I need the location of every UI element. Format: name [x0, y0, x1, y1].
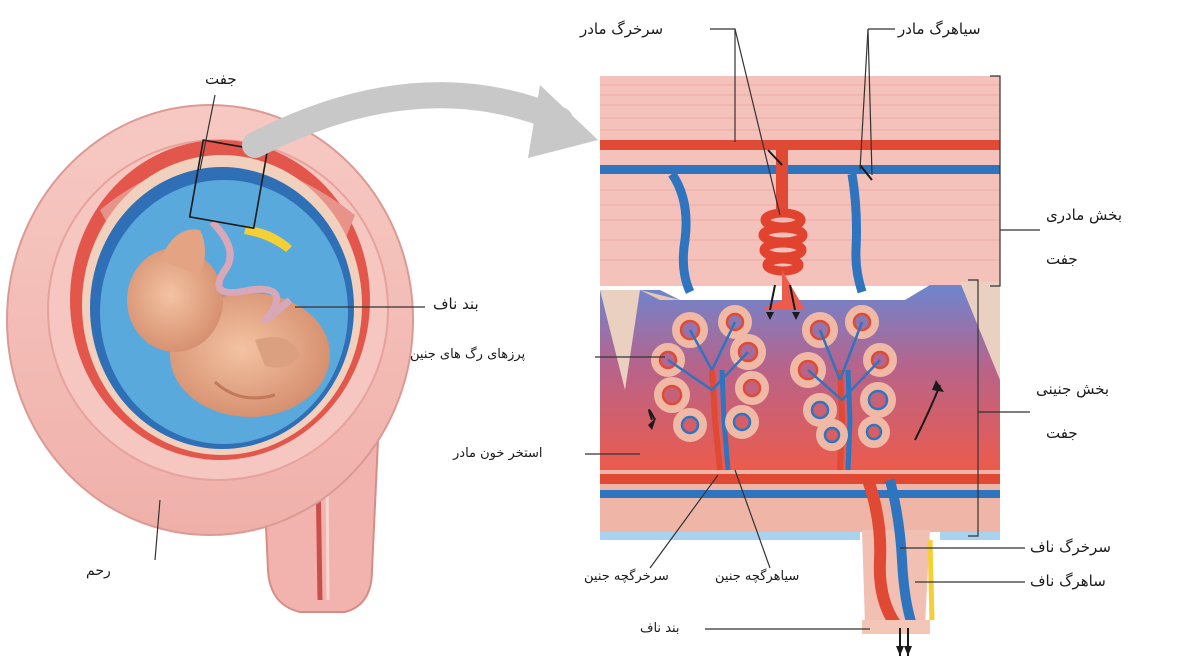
- label-uterus: رحم: [86, 564, 111, 578]
- label-maternal-artery: سرخرگ مادر: [580, 22, 663, 37]
- label-maternal-vein: سیاهرگ مادر: [898, 22, 981, 37]
- zoom-arrow-head: [528, 85, 598, 158]
- label-umbilical-cord-left: بند ناف: [433, 297, 479, 312]
- label-umbilical-cord-bottom: بند ناف: [640, 622, 680, 635]
- label-maternal-part-line2: جفت: [1046, 252, 1078, 267]
- uterus-illustration: [7, 105, 413, 612]
- label-maternal-blood-pool: استخر خون مادر: [453, 447, 543, 460]
- label-fetal-part-line1: بخش جنینی: [1036, 382, 1109, 397]
- label-fetal-part-line2: جفت: [1046, 426, 1078, 441]
- zoom-arrow: [255, 95, 560, 145]
- label-placenta: جفت: [205, 72, 237, 87]
- label-maternal-part-line1: بخش مادری: [1046, 208, 1122, 223]
- label-fetal-venule: سیاهرگچه جنین: [715, 570, 799, 583]
- label-umbilical-artery: سرخرگ ناف: [1030, 540, 1111, 555]
- label-fetal-arteriole: سرخرگچه جنین: [584, 570, 669, 583]
- label-umbilical-vein: ساهرگ ناف: [1030, 574, 1106, 589]
- label-fetal-villi: پرزهای رگ های جنین: [410, 348, 525, 361]
